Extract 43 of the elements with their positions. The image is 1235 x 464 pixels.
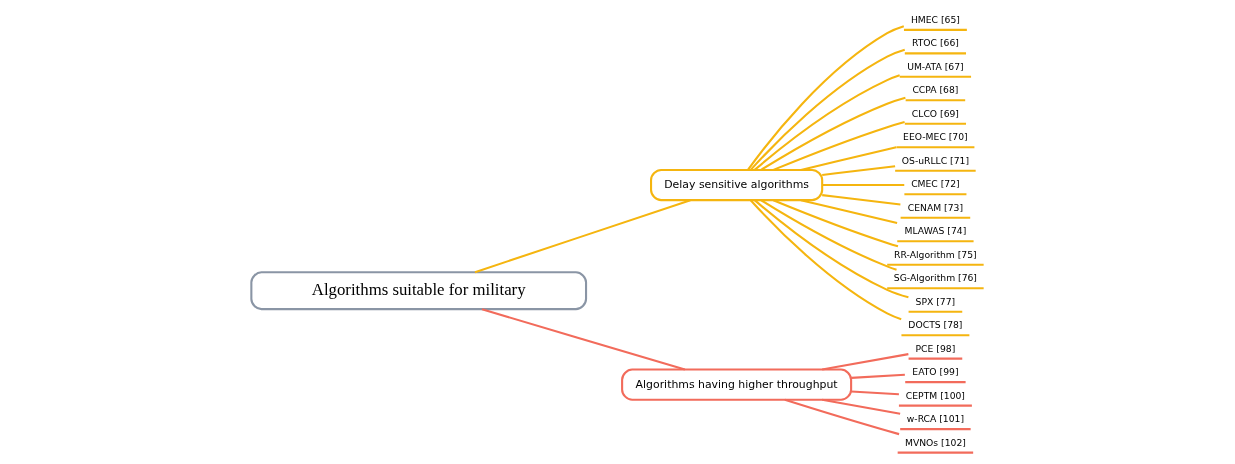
- connector: [747, 25, 905, 171]
- connector: [760, 199, 897, 271]
- node-text: CEPTM [100]: [905, 389, 965, 401]
- connector: [800, 146, 897, 171]
- connector: [753, 74, 900, 171]
- node-text: EATO [99]: [912, 366, 959, 378]
- connector: [851, 390, 899, 396]
- node-text: MLAWAS [74]: [904, 225, 967, 237]
- node-text: EEO-MEC [70]: [903, 131, 968, 143]
- connector: [749, 48, 906, 171]
- node-text: HMEC [65]: [910, 13, 960, 25]
- node-text: PCE [98]: [915, 342, 956, 354]
- connector: [822, 398, 901, 415]
- node-text: CCPA [68]: [912, 84, 959, 96]
- connector: [753, 199, 909, 299]
- node-text: OS-uRLLC [71]: [901, 154, 970, 166]
- connector: [749, 199, 902, 321]
- node-text: w-RCA [101]: [906, 413, 965, 425]
- node-box: Delay sensitive algorithms: [650, 168, 824, 202]
- connector: [772, 199, 899, 248]
- node-text: UM-ATA [67]: [907, 60, 964, 72]
- node-text: RR-Algorithm [75]: [894, 248, 977, 260]
- node-box: Algorithms suitable for military: [250, 271, 588, 311]
- node-text: SPX [77]: [915, 295, 956, 307]
- connector: [474, 199, 691, 274]
- connector: [481, 308, 686, 371]
- connector: [822, 165, 896, 176]
- connector: [784, 398, 900, 436]
- node-text: DOCTS [78]: [908, 319, 963, 331]
- node-box: Algorithms having higher throughput: [621, 368, 853, 401]
- connector: [800, 199, 898, 225]
- node-text: SG-Algorithm [76]: [893, 272, 977, 284]
- connector: [822, 184, 905, 187]
- connector: [851, 373, 905, 379]
- node-text: CLCO [69]: [911, 107, 959, 119]
- node-text: CENAM [73]: [907, 201, 964, 213]
- connector: [772, 120, 905, 171]
- connector: [822, 194, 901, 206]
- connector: [822, 353, 909, 371]
- node-text: RTOC [66]: [911, 37, 959, 49]
- connector: [760, 96, 906, 171]
- node-text: MVNOs [102]: [904, 436, 966, 448]
- node-text: CMEC [72]: [911, 178, 960, 190]
